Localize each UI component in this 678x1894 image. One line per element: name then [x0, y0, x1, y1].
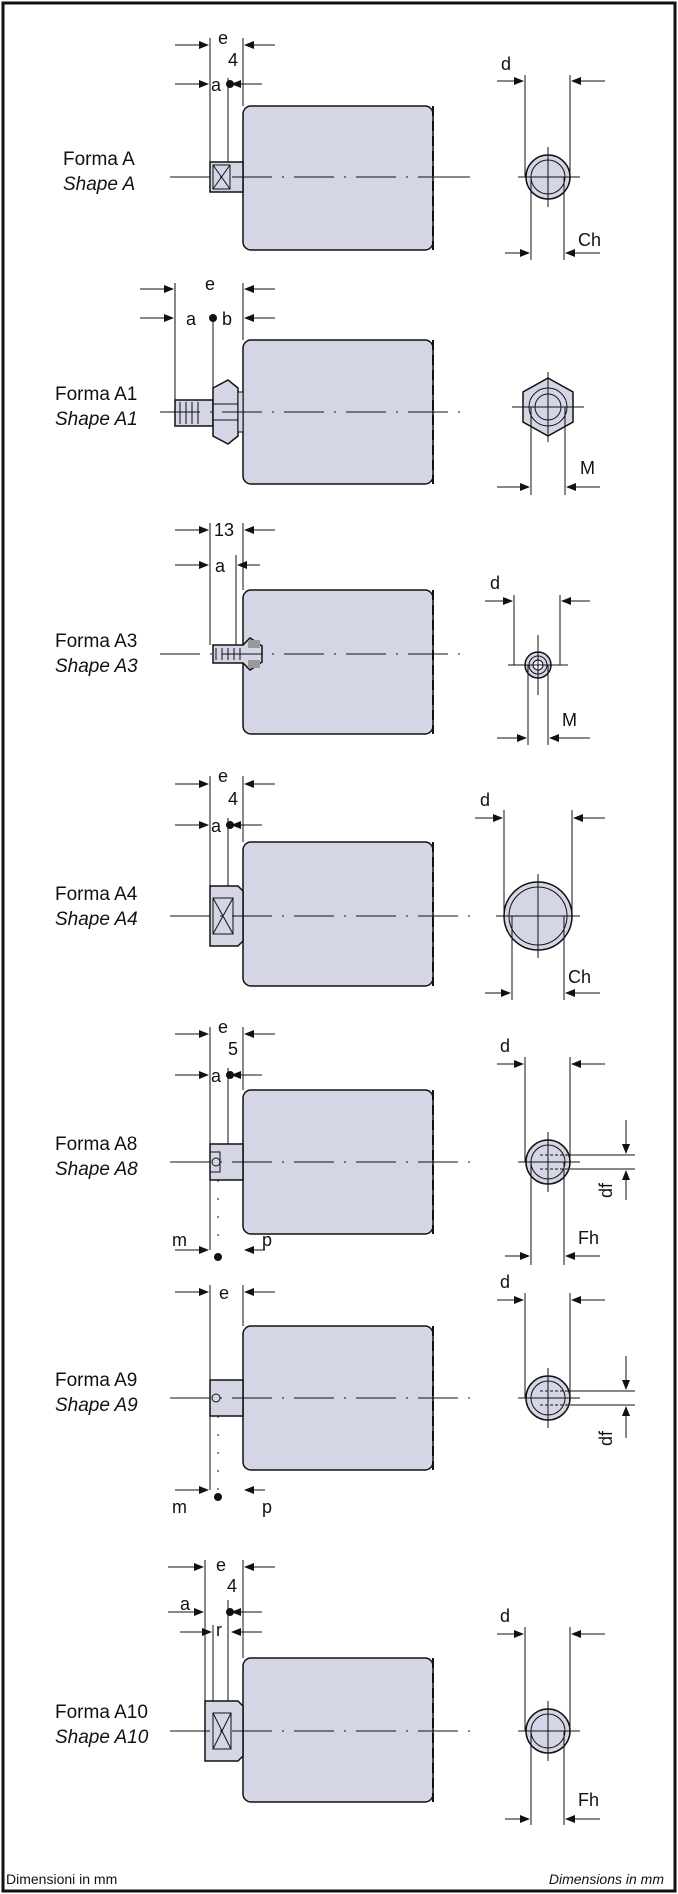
shape-a8-end-view: df d Fh [497, 1036, 635, 1265]
shape-a10-end-view: d Fh [497, 1606, 605, 1825]
shape-a10-group: Forma A10 Shape A10 e 4 a r [55, 1555, 605, 1825]
shape-a3-group: Forma A3 Shape A3 13 a [55, 520, 590, 745]
shape-a4-dim-e: e [218, 766, 228, 786]
shape-a-end-view: d Ch [497, 54, 605, 260]
shape-a-group: Forma A Shape A e 4 a [63, 28, 605, 260]
shape-a4-end-view: d Ch [475, 790, 605, 1000]
shape-a-dimension-e: e 4 a [175, 28, 275, 162]
shape-a3-dim-13: 13 [214, 520, 234, 540]
shape-a3-forma-label: Forma A3 [55, 631, 137, 652]
shape-a1-dim-b: b [222, 309, 232, 329]
shape-a8-dim-fh: Fh [578, 1228, 599, 1248]
shape-a1-group: Forma A1 Shape A1 e a [55, 274, 600, 495]
shape-a3-end-view: d M [485, 573, 590, 745]
shape-a10-dim-a: a [180, 1594, 191, 1614]
shape-a4-side-view [170, 841, 470, 987]
shape-a9-dim-e: e [219, 1283, 229, 1303]
shape-a1-shape-label: Shape A1 [55, 409, 138, 430]
shape-a8-group: Forma A8 Shape A8 e 5 a [55, 1017, 635, 1265]
shape-a-side-view [170, 105, 470, 251]
shape-a10-dim-e-sub: 4 [227, 1576, 237, 1596]
shape-a1-dim-m: M [580, 458, 595, 478]
shape-a1-forma-label: Forma A1 [55, 384, 137, 405]
shape-a9-dim-df: df [596, 1430, 616, 1446]
shape-a4-dim-e-sub: 4 [228, 789, 238, 809]
shape-a10-forma-label: Forma A10 [55, 1702, 148, 1723]
shape-a9-dim-d: d [500, 1272, 510, 1292]
shape-a-dim-a: a [211, 75, 222, 95]
shape-a8-forma-label: Forma A8 [55, 1134, 137, 1155]
shape-a-shape-label: Shape A [63, 174, 135, 195]
shape-a1-side-view [160, 339, 470, 485]
shape-a3-shape-label: Shape A3 [55, 656, 138, 677]
shape-a4-group: Forma A4 Shape A4 e 4 a [55, 766, 605, 1000]
shape-a1-end-view: M [497, 372, 600, 495]
shape-a-dim-e-sub: 4 [228, 50, 238, 70]
shape-a10-dim-e: e [216, 1555, 226, 1575]
shape-a8-side-view [170, 1089, 470, 1235]
shape-a9-dim-m: m [172, 1497, 187, 1517]
shape-a10-dim-fh: Fh [578, 1790, 599, 1810]
shape-a4-dim-ch: Ch [568, 967, 591, 987]
shape-a-dim-ch: Ch [578, 230, 601, 250]
shape-a3-dim-a: a [215, 556, 226, 576]
shape-a8-dim-p: p [262, 1230, 272, 1250]
shape-a10-dim-r: r [216, 1620, 222, 1640]
shape-a8-dim-d: d [500, 1036, 510, 1056]
shape-a1-dim-a: a [186, 309, 197, 329]
shape-a9-dimension-mp: m p [172, 1416, 272, 1517]
shape-a-dim-e: e [218, 28, 228, 48]
shape-a3-dimension-13: 13 a [175, 520, 275, 645]
shape-a10-dim-d: d [500, 1606, 510, 1626]
shape-a9-end-view: df d [497, 1272, 635, 1446]
shape-a8-dim-a: a [211, 1066, 222, 1086]
shape-a9-side-view [170, 1325, 470, 1471]
shape-a9-group: Forma A9 Shape A9 e m p [55, 1272, 635, 1517]
shape-a4-shape-label: Shape A4 [55, 909, 138, 930]
shape-a10-shape-label: Shape A10 [55, 1727, 149, 1748]
shape-a8-shape-label: Shape A8 [55, 1159, 138, 1180]
shape-a8-dim-df: df [596, 1182, 616, 1198]
shape-a9-dim-p: p [262, 1497, 272, 1517]
shape-a10-side-view [170, 1657, 470, 1803]
shape-a4-dimension-e: e 4 a [175, 766, 275, 886]
shape-a1-dimension-e: e a b [140, 274, 275, 400]
shape-a1-dim-e: e [205, 274, 215, 294]
shape-a4-dim-a: a [211, 816, 222, 836]
shape-a8-dimension-mp: m p [172, 1180, 272, 1261]
shape-a8-dimension-e: e 5 a [175, 1017, 275, 1144]
shape-a-forma-label: Forma A [63, 149, 135, 170]
shape-a3-dim-m: M [562, 710, 577, 730]
shape-a9-forma-label: Forma A9 [55, 1370, 137, 1391]
shape-a10-dimension-e: e 4 a r [168, 1555, 275, 1701]
shape-a8-dim-e: e [218, 1017, 228, 1037]
shape-a4-dim-d: d [480, 790, 490, 810]
shape-a3-side-view [160, 589, 470, 735]
shape-a-dim-d: d [501, 54, 511, 74]
shape-a3-dim-d: d [490, 573, 500, 593]
shape-a8-dim-e-sub: 5 [228, 1039, 238, 1059]
shape-a4-forma-label: Forma A4 [55, 884, 138, 905]
shape-a9-dimension-e: e [175, 1283, 275, 1380]
footer-dimensions-en: Dimensions in mm [549, 1871, 664, 1887]
shape-a8-dim-m: m [172, 1230, 187, 1250]
shape-a9-shape-label: Shape A9 [55, 1395, 138, 1416]
footer-dimensions-it: Dimensioni in mm [6, 1871, 117, 1887]
